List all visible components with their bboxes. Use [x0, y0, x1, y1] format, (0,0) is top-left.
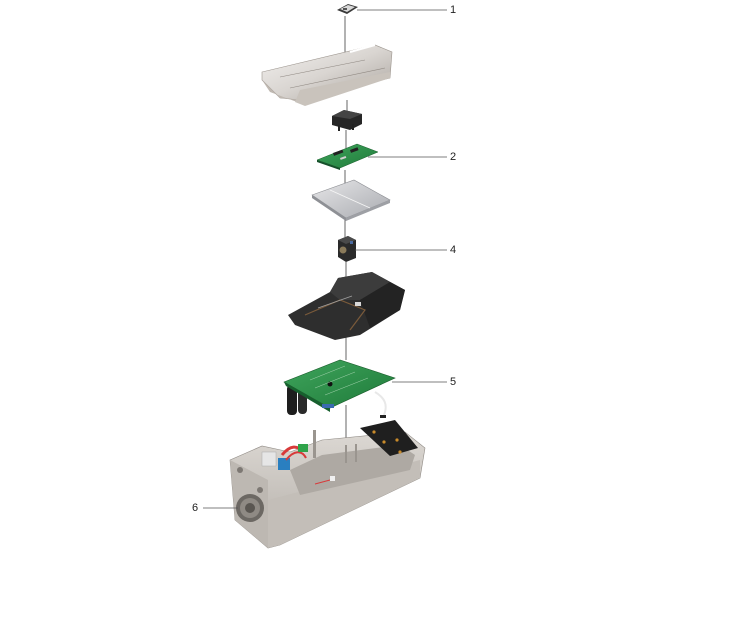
leader-lines — [203, 9, 447, 509]
callout-label-2: 2 — [450, 151, 457, 163]
top-cover — [261, 44, 393, 106]
metal-shield-plate — [311, 179, 391, 221]
small-black-module — [332, 110, 362, 131]
keypad-display-module — [337, 4, 358, 14]
base-enclosure — [229, 420, 426, 549]
callout-label-4: 4 — [450, 244, 457, 256]
control-board — [316, 143, 379, 170]
plastic-carrier-frame — [288, 272, 405, 340]
callout-label-1: 1 — [450, 4, 457, 16]
callout-label-6: 6 — [192, 502, 199, 514]
power-board — [283, 359, 396, 418]
connector-module — [338, 236, 356, 262]
callout-label-5: 5 — [450, 376, 457, 388]
